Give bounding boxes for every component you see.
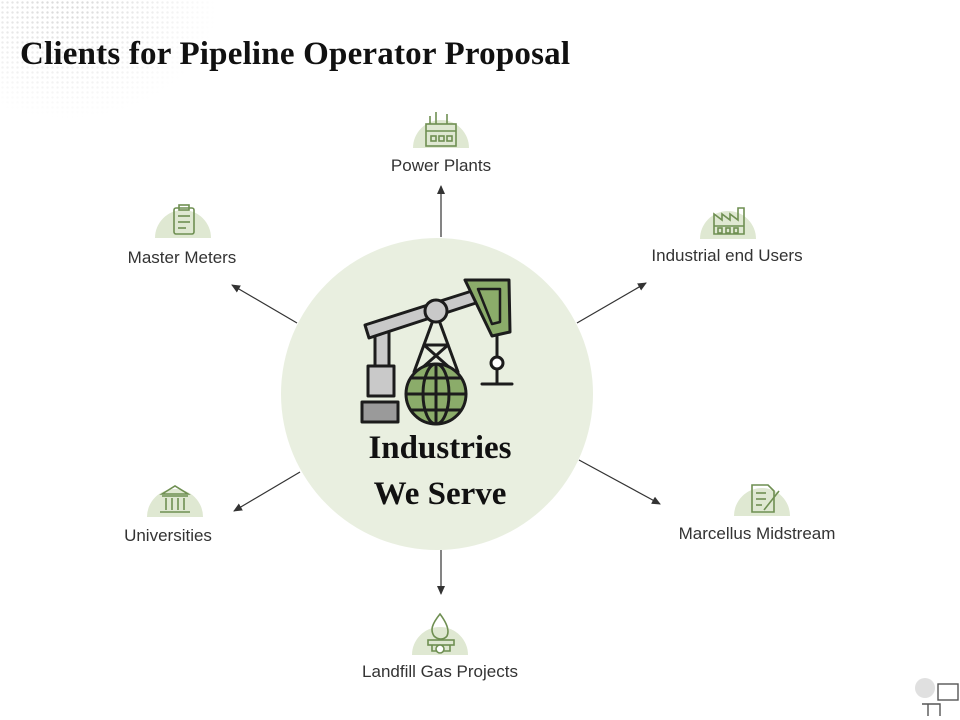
node-label-master-meters: Master Meters <box>127 248 237 267</box>
dotted-pattern-decoration <box>0 0 220 120</box>
document-pen-icon <box>734 484 790 516</box>
clipboard-checklist-icon <box>155 204 211 238</box>
pumpjack-globe-icon <box>360 278 514 426</box>
node-label-universities: Universities <box>124 526 212 545</box>
center-label-line1: Industries <box>368 430 512 466</box>
pipeline-logo-icon <box>915 678 959 716</box>
arrow-master-meters <box>231 284 298 324</box>
slide-title: Clients for Pipeline Operator Proposal <box>20 36 571 72</box>
node-label-marcellus-midstream: Marcellus Midstream <box>678 524 836 543</box>
arrow-marcellus-midstream <box>578 459 661 505</box>
center-label-line2: We Serve <box>373 476 507 512</box>
factory-icon <box>700 207 756 239</box>
arrow-industrial-end-users <box>576 282 647 324</box>
power-plant-icon <box>413 112 469 148</box>
node-label-power-plants: Power Plants <box>390 156 492 175</box>
arrow-universities <box>233 471 301 512</box>
node-label-landfill-gas-projects: Landfill Gas Projects <box>362 662 518 681</box>
flame-icon <box>412 612 468 655</box>
node-label-industrial-end-users: Industrial end Users <box>651 246 803 265</box>
university-building-icon <box>147 485 203 517</box>
